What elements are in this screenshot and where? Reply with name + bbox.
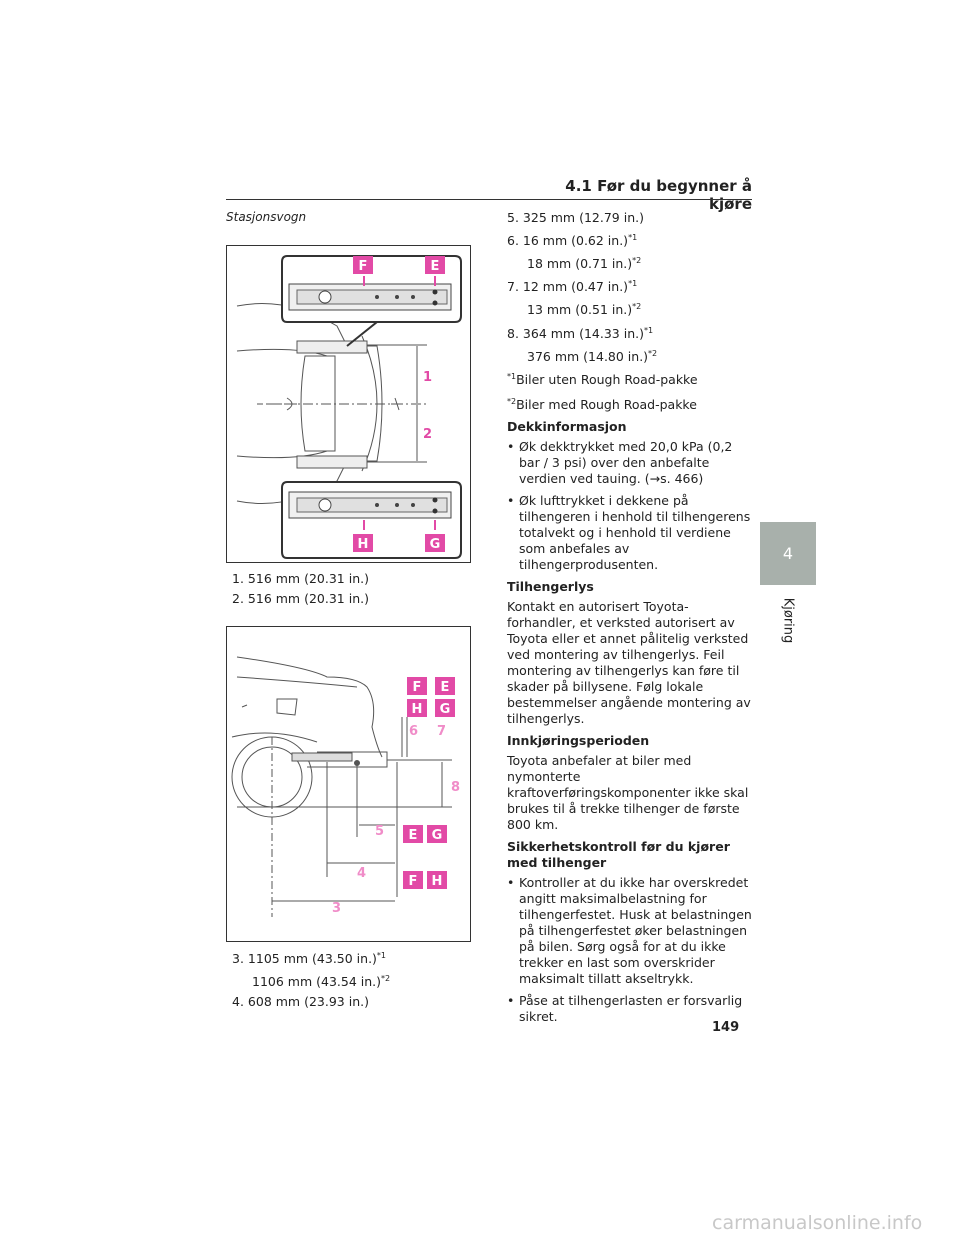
label-G: G bbox=[440, 702, 451, 717]
dim-label-7: 7 bbox=[437, 724, 446, 739]
chapter-tab-label: Kjøring bbox=[780, 597, 796, 643]
label-F-top: F bbox=[359, 259, 368, 274]
dim-label-4: 4 bbox=[357, 866, 366, 881]
hitch-top-view-drawing: F E H G 1 2 bbox=[236, 255, 462, 559]
section-title: 4.1 Før du begynner å kjøre bbox=[565, 177, 752, 213]
label-H: H bbox=[412, 702, 423, 717]
innkjoring-heading: Innkjøringsperioden bbox=[507, 733, 650, 749]
label-E-5: E bbox=[409, 828, 418, 843]
tilhengerlys-heading: Tilhengerlys bbox=[507, 579, 594, 595]
measurement-3-alt: 1106 mm (43.54 in.)*2 bbox=[252, 974, 391, 990]
hitch-side-view-drawing: F E H G E G F H 6 7 8 5 4 3 bbox=[231, 656, 460, 917]
right-column: 5. 325 mm (12.79 in.) 6. 16 mm (0.62 in.… bbox=[507, 210, 755, 1031]
page-number: 149 bbox=[712, 1020, 740, 1035]
measurements-1-2: 1. 516 mm (20.31 in.) 2. 516 mm (20.31 i… bbox=[232, 571, 472, 611]
chapter-tab[interactable]: 4 bbox=[760, 522, 816, 585]
dim-label-5: 5 bbox=[375, 824, 384, 839]
label-H-4: H bbox=[432, 874, 443, 889]
dim-label-8: 8 bbox=[451, 780, 460, 795]
footnote-1: *1Biler uten Rough Road-pakke bbox=[507, 371, 698, 388]
measurement-6: 6. 16 mm (0.62 in.)*1 bbox=[507, 233, 638, 249]
label-E: E bbox=[441, 680, 450, 695]
tilhengerlys-text: Kontakt en autorisert Toyota-forhandler,… bbox=[507, 599, 751, 727]
measurement-3: 3. 1105 mm (43.50 in.)*1 bbox=[232, 951, 387, 967]
label-G-bottom: G bbox=[430, 537, 441, 552]
measurement-7: 7. 12 mm (0.47 in.)*1 bbox=[507, 279, 638, 295]
label-E-top: E bbox=[431, 259, 440, 274]
sikkerhet-bullet-1: Kontroller at du ikke har overskredet an… bbox=[507, 875, 755, 987]
dekkinfo-heading: Dekkinformasjon bbox=[507, 419, 627, 435]
dim-label-3: 3 bbox=[332, 901, 341, 916]
measurement-8-alt: 376 mm (14.80 in.)*2 bbox=[527, 348, 658, 364]
measurement-6-alt: 18 mm (0.71 in.)*2 bbox=[527, 256, 642, 272]
header-rule bbox=[226, 199, 752, 200]
dekkinfo-bullet-1: Øk dekktrykket med 20,0 kPa (0,2 bar / 3… bbox=[507, 439, 755, 487]
label-F-4: F bbox=[409, 874, 418, 889]
measurement-2: 2. 516 mm (20.31 in.) bbox=[232, 591, 369, 606]
hitch-side-view-figure: F E H G E G F H 6 7 8 5 4 3 bbox=[226, 626, 471, 942]
sikkerhet-bullet-2: Påse at tilhengerlasten er forsvarlig si… bbox=[507, 993, 755, 1025]
label-H-bottom: H bbox=[358, 537, 369, 552]
measurement-1: 1. 516 mm (20.31 in.) bbox=[232, 571, 369, 586]
innkjoring-text: Toyota anbefaler at biler med nymonterte… bbox=[507, 753, 749, 833]
measurement-7-alt: 13 mm (0.51 in.)*2 bbox=[527, 302, 642, 318]
measurement-8: 8. 364 mm (14.33 in.)*1 bbox=[507, 325, 654, 341]
sikkerhet-heading: Sikkerhetskontroll før du kjører med til… bbox=[507, 839, 730, 871]
hitch-top-view-figure: F E H G 1 2 bbox=[226, 245, 471, 563]
dim-label-2: 2 bbox=[423, 427, 432, 442]
measurements-3-4: 3. 1105 mm (43.50 in.)*1 1106 mm (43.54 … bbox=[232, 948, 472, 1014]
dekkinfo-bullet-2: Øk lufttrykket i dekkene på tilhengeren … bbox=[507, 493, 755, 573]
dim-label-6: 6 bbox=[409, 724, 418, 739]
watermark: carmanualsonline.info bbox=[712, 1212, 923, 1234]
figure1-caption: Stasjonsvogn bbox=[226, 210, 307, 224]
measurement-4: 4. 608 mm (23.93 in.) bbox=[232, 994, 369, 1010]
measurement-5: 5. 325 mm (12.79 in.) bbox=[507, 210, 644, 225]
footnote-2: *2Biler med Rough Road-pakke bbox=[507, 397, 697, 413]
dim-label-1: 1 bbox=[423, 370, 432, 385]
label-G-5: G bbox=[432, 828, 443, 843]
label-F: F bbox=[413, 680, 422, 695]
